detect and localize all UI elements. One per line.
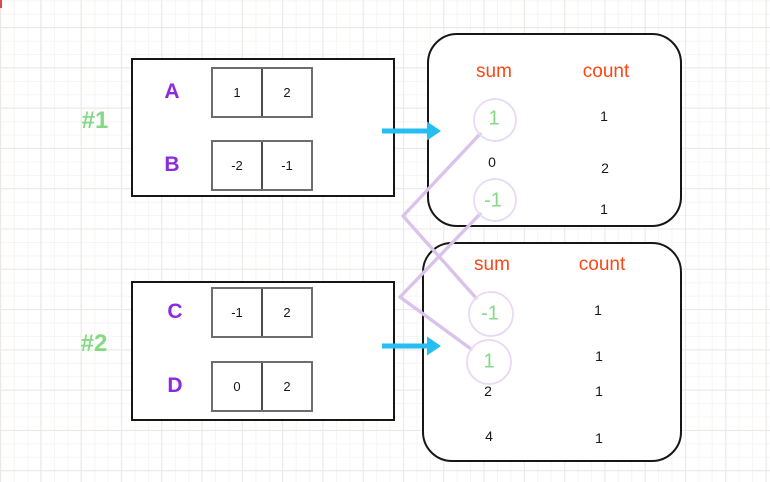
sum-map-1-box xyxy=(427,33,682,227)
map2-sum-value-2: 2 xyxy=(484,383,492,399)
array-c-cell-1: 2 xyxy=(261,289,311,336)
array-b-cell-1: -1 xyxy=(261,142,311,189)
map1-count-value-1: 2 xyxy=(601,160,609,176)
array-a-cells: 1 2 xyxy=(211,67,313,118)
map2-sum-value-1: 1 xyxy=(483,350,495,373)
map2-sum-header: sum xyxy=(474,254,510,275)
array-label-d: D xyxy=(167,374,183,397)
array-c-cells: -1 2 xyxy=(211,287,313,338)
array-b-cells: -2 -1 xyxy=(211,140,313,191)
group-tag-1: #1 xyxy=(81,107,109,134)
map2-count-header: count xyxy=(578,254,626,275)
array-label-c: C xyxy=(167,300,183,323)
array-d-cell-1: 2 xyxy=(261,363,311,410)
map2-count-value-1: 1 xyxy=(595,348,603,364)
canvas-corner-marker xyxy=(0,0,2,8)
array-b-cell-0: -2 xyxy=(231,158,243,173)
array-a-cell-0: 1 xyxy=(233,85,241,100)
map2-count-value-3: 1 xyxy=(595,430,603,446)
map1-count-header: count xyxy=(582,61,630,82)
group-tag-2: #2 xyxy=(80,330,108,357)
map2-count-value-2: 1 xyxy=(595,383,603,399)
array-d-cells: 0 2 xyxy=(211,361,313,412)
map1-sum-header: sum xyxy=(476,61,512,82)
array-label-b: B xyxy=(164,153,180,176)
map2-sum-value-3: 4 xyxy=(485,428,493,444)
map1-sum-value-0: 1 xyxy=(488,107,500,130)
map1-sum-value-2: -1 xyxy=(484,189,502,212)
map1-count-value-0: 1 xyxy=(600,108,608,124)
map1-sum-value-1: 0 xyxy=(488,154,496,170)
map1-count-value-2: 1 xyxy=(600,201,608,217)
map2-sum-value-0: -1 xyxy=(481,302,499,325)
array-d-cell-0: 0 xyxy=(233,379,241,394)
map2-count-value-0: 1 xyxy=(594,302,602,318)
array-a-cell-1: 2 xyxy=(261,69,311,116)
array-c-cell-0: -1 xyxy=(231,305,243,320)
sum-map-2-box xyxy=(422,242,682,462)
array-label-a: A xyxy=(164,80,180,103)
